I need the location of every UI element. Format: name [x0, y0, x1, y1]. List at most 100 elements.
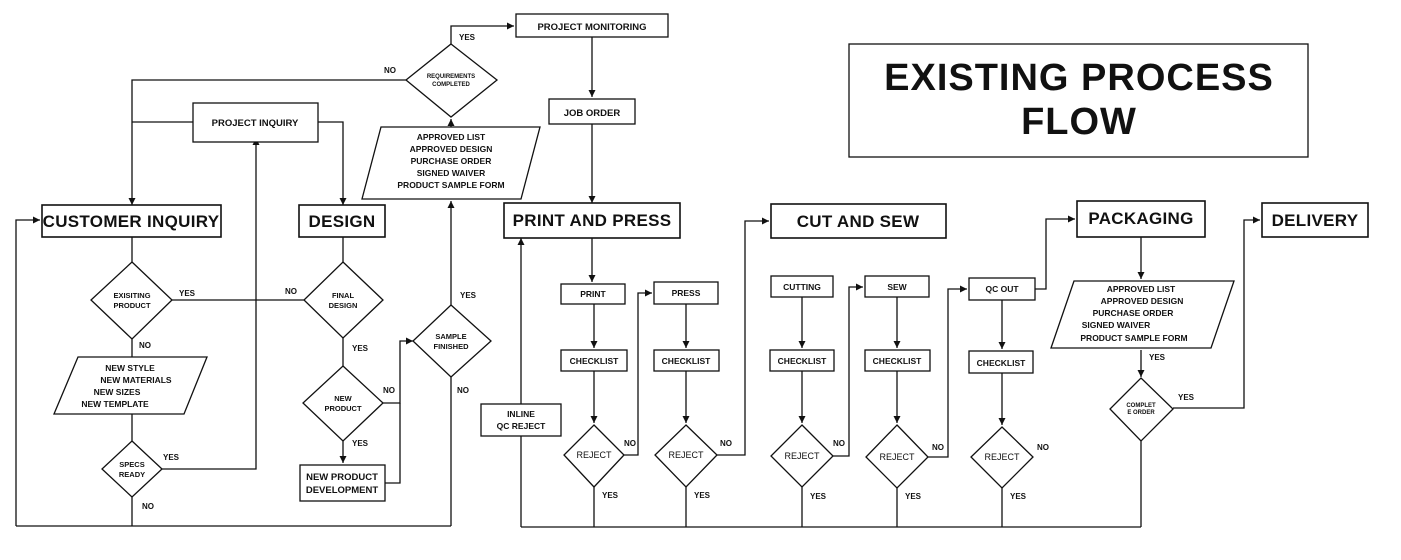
svg-text:APPROVED LIST: APPROVED LIST — [1107, 284, 1176, 294]
diagram-title: EXISTING PROCESS FLOW — [848, 43, 1309, 158]
print-box: PRINT — [560, 283, 626, 305]
svg-text:NEW TEMPLATE: NEW TEMPLATE — [81, 399, 149, 409]
sample-finished-decision: SAMPLE FINISHED — [412, 304, 492, 378]
svg-text:SIGNED WAIVER: SIGNED WAIVER — [417, 168, 485, 178]
svg-text:CHECKLIST: CHECKLIST — [977, 358, 1026, 368]
svg-text:CHECKLIST: CHECKLIST — [873, 356, 922, 366]
svg-text:APPROVED DESIGN: APPROVED DESIGN — [1101, 296, 1184, 306]
label-no: NO — [383, 386, 395, 395]
svg-text:PRODUCT SAMPLE FORM: PRODUCT SAMPLE FORM — [397, 180, 504, 190]
label-yes: YES — [1149, 353, 1166, 362]
complete-order-decision: COMPLET E ORDER — [1109, 377, 1174, 442]
svg-text:PURCHASE ORDER: PURCHASE ORDER — [411, 156, 492, 166]
press-reject-decision: REJECT — [654, 424, 718, 488]
requirements-completed-decision: REQUIREMENTS COMPLETED — [404, 43, 499, 118]
project-inquiry-box: PROJECT INQUIRY — [192, 102, 319, 143]
label-yes: YES — [352, 344, 369, 353]
svg-text:QC REJECT: QC REJECT — [497, 421, 546, 431]
sew-reject-decision: REJECT — [865, 424, 929, 489]
svg-text:REJECT: REJECT — [879, 452, 915, 462]
design-box: DESIGN — [298, 204, 386, 238]
svg-text:REJECT: REJECT — [784, 451, 820, 461]
svg-text:CHECKLIST: CHECKLIST — [570, 356, 619, 366]
svg-text:PRODUCT: PRODUCT — [324, 404, 362, 413]
svg-text:PACKAGING: PACKAGING — [1088, 209, 1193, 228]
svg-text:PRODUCT SAMPLE FORM: PRODUCT SAMPLE FORM — [1080, 333, 1187, 343]
inline-qc-reject-box: INLINE QC REJECT — [480, 403, 562, 437]
svg-text:READY: READY — [119, 470, 145, 479]
label-yes: YES — [602, 491, 619, 500]
label-no: NO — [624, 439, 636, 448]
new-product-development-box: NEW PRODUCT DEVELOPMENT — [299, 464, 386, 502]
svg-text:NEW SIZES: NEW SIZES — [94, 387, 141, 397]
label-yes: YES — [694, 491, 711, 500]
title-line-1: EXISTING PROCESS — [884, 57, 1274, 99]
cut-and-sew-box: CUT AND SEW — [770, 203, 947, 239]
label-yes: YES — [905, 492, 922, 501]
svg-text:CUTTING: CUTTING — [783, 282, 821, 292]
svg-text:QC OUT: QC OUT — [985, 284, 1019, 294]
cutting-reject-decision: REJECT — [770, 424, 834, 488]
qc-reject-decision: REJECT — [970, 426, 1034, 489]
svg-text:REJECT: REJECT — [576, 450, 612, 460]
svg-text:PRINT: PRINT — [580, 289, 606, 299]
label-no: NO — [142, 502, 154, 511]
svg-text:CHECKLIST: CHECKLIST — [662, 356, 711, 366]
svg-text:FINAL: FINAL — [332, 291, 354, 300]
requirements-document: APPROVED LIST APPROVED DESIGN PURCHASE O… — [361, 126, 541, 200]
title-line-2: FLOW — [1021, 101, 1137, 143]
svg-text:CHECKLIST: CHECKLIST — [778, 356, 827, 366]
svg-text:CUT AND SEW: CUT AND SEW — [797, 212, 920, 231]
svg-text:DESIGN: DESIGN — [329, 301, 358, 310]
label-yes: YES — [1010, 492, 1027, 501]
label-no: NO — [384, 66, 396, 75]
label-no: NO — [720, 439, 732, 448]
svg-text:REJECT: REJECT — [668, 450, 704, 460]
svg-text:REQUIREMENTS: REQUIREMENTS — [427, 74, 475, 80]
svg-text:APPROVED DESIGN: APPROVED DESIGN — [410, 144, 493, 154]
print-reject-decision: REJECT — [563, 424, 625, 488]
print-and-press-box: PRINT AND PRESS — [503, 202, 681, 239]
qc-out-box: QC OUT — [968, 277, 1036, 301]
new-style-document: NEW STYLE NEW MATERIALS NEW SIZES NEW TE… — [53, 356, 208, 415]
qc-checklist-box: CHECKLIST — [968, 350, 1034, 374]
svg-text:SAMPLE: SAMPLE — [435, 332, 466, 341]
cutting-checklist-box: CHECKLIST — [769, 349, 835, 372]
label-yes: YES — [459, 33, 476, 42]
project-monitoring-box: PROJECT MONITORING — [515, 13, 669, 38]
edge-labels: YES NO YES NO NO YES YES NO NO YES YES N… — [139, 33, 1195, 511]
svg-text:PRINT AND PRESS: PRINT AND PRESS — [513, 211, 672, 230]
sew-checklist-box: CHECKLIST — [864, 349, 931, 372]
label-no: NO — [1037, 443, 1049, 452]
customer-inquiry-box: CUSTOMER INQUIRY — [41, 204, 222, 238]
svg-text:E ORDER: E ORDER — [1127, 410, 1155, 416]
svg-text:NEW MATERIALS: NEW MATERIALS — [100, 375, 171, 385]
label-no: NO — [833, 439, 845, 448]
sew-box: SEW — [864, 275, 930, 298]
label-yes: YES — [179, 289, 196, 298]
final-design-decision: FINAL DESIGN — [303, 261, 384, 339]
new-product-decision: NEW PRODUCT — [302, 365, 384, 442]
label-yes: YES — [163, 453, 180, 462]
cutting-box: CUTTING — [770, 275, 834, 298]
svg-text:NEW STYLE: NEW STYLE — [105, 363, 155, 373]
existing-product-decision: EXISITING PRODUCT — [90, 261, 173, 340]
press-checklist-box: CHECKLIST — [653, 349, 720, 372]
svg-text:FINISHED: FINISHED — [433, 342, 469, 351]
svg-text:NEW PRODUCT: NEW PRODUCT — [306, 472, 378, 483]
svg-text:EXISITING: EXISITING — [113, 291, 150, 300]
specs-ready-decision: SPECS READY — [101, 440, 163, 498]
label-no: NO — [139, 341, 151, 350]
connectors — [15, 22, 1260, 528]
svg-text:PRESS: PRESS — [672, 288, 701, 298]
svg-text:COMPLET: COMPLET — [1126, 403, 1156, 409]
svg-text:CUSTOMER INQUIRY: CUSTOMER INQUIRY — [43, 212, 220, 231]
svg-text:SIGNED WAIVER: SIGNED WAIVER — [1082, 320, 1150, 330]
label-yes: YES — [810, 492, 827, 501]
packaging-document: APPROVED LIST APPROVED DESIGN PURCHASE O… — [1050, 280, 1235, 349]
svg-text:PROJECT INQUIRY: PROJECT INQUIRY — [212, 118, 299, 129]
svg-text:PURCHASE ORDER: PURCHASE ORDER — [1093, 308, 1174, 318]
svg-text:SPECS: SPECS — [119, 460, 144, 469]
label-no: NO — [457, 386, 469, 395]
